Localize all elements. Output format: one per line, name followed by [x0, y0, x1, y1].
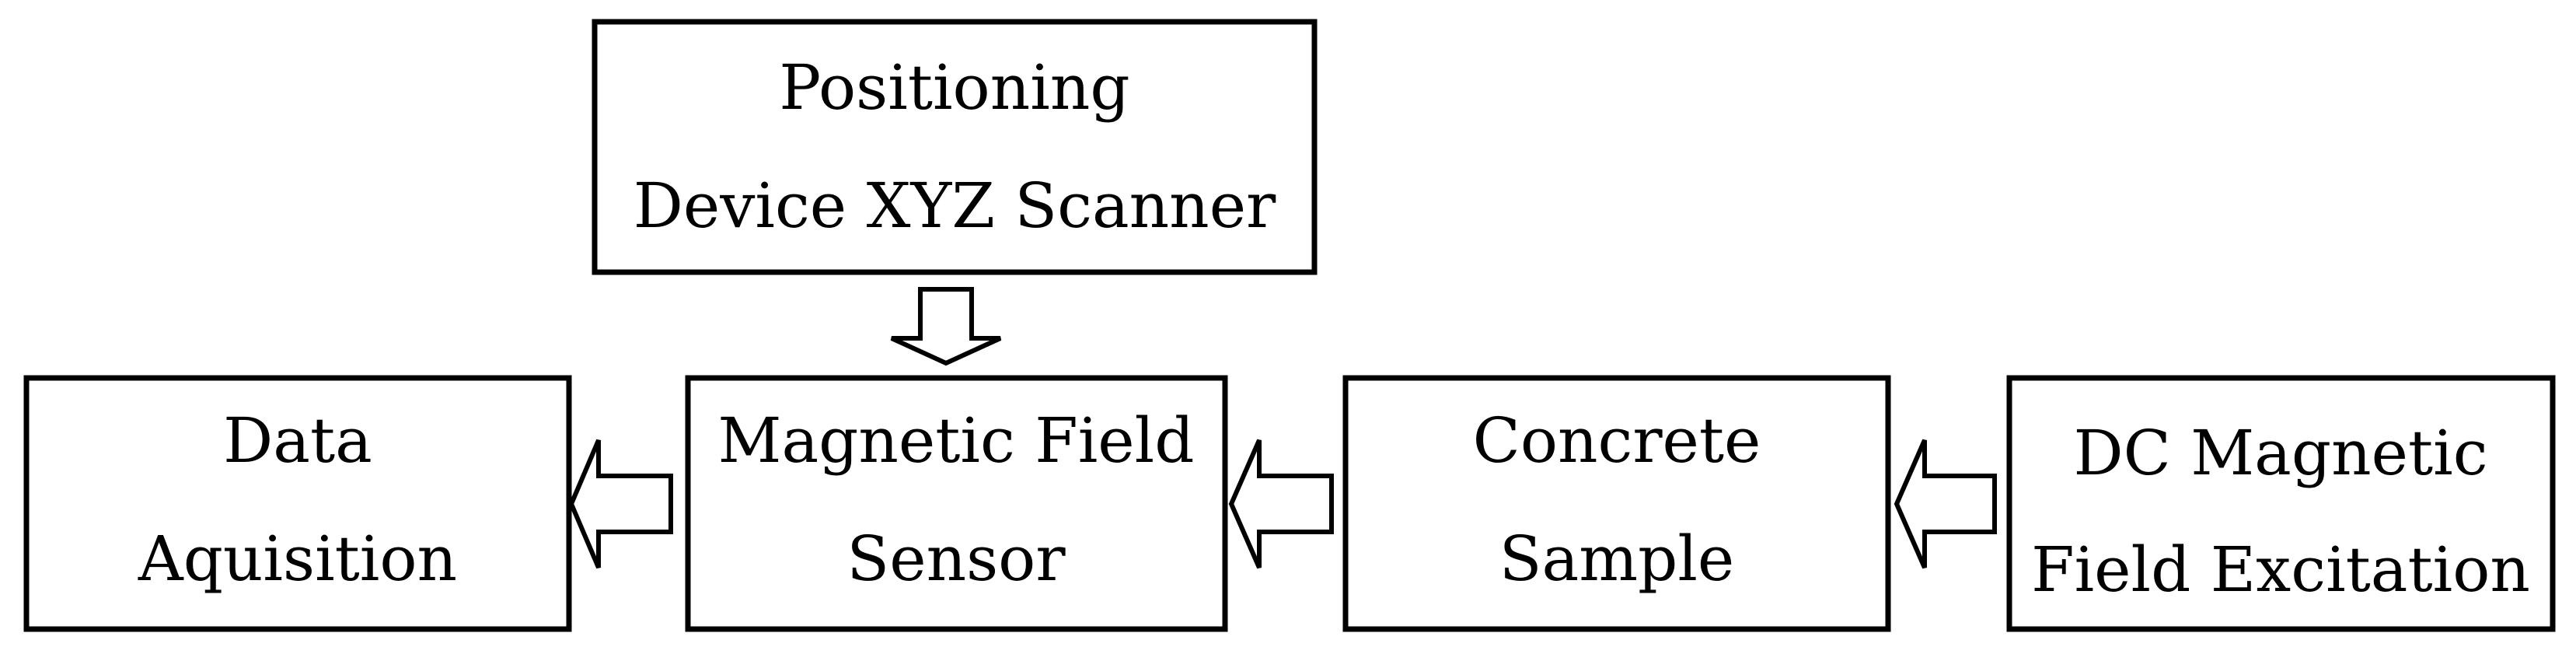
dc-magnetic-excitation-label-line1: DC Magnetic	[2073, 417, 2487, 489]
concrete-sample-label-line1: Concrete	[1473, 404, 1761, 477]
data-acquisition-label-line2: Aquisition	[138, 523, 457, 595]
magnetic-field-sensor-node: Magnetic Field Sensor	[685, 375, 1228, 632]
arrow-sample-to-sensor	[1228, 439, 1334, 569]
positioning-device-label-line2: Device XYZ Scanner	[634, 170, 1276, 242]
magnetic-field-sensor-box	[685, 375, 1228, 632]
data-acquisition-box	[23, 375, 572, 632]
magnetic-field-sensor-label-line1: Magnetic Field	[718, 404, 1195, 477]
positioning-device-label-line1: Positioning	[779, 51, 1129, 124]
arrow-sensor-to-data-acquisition	[568, 439, 673, 569]
data-acquisition-label-line1: Data	[223, 404, 372, 477]
concrete-sample-label-line2: Sample	[1499, 523, 1735, 595]
positioning-device-node: Positioning Device XYZ Scanner	[592, 19, 1318, 275]
magnetic-field-sensor-label-line2: Sensor	[846, 523, 1066, 595]
dc-magnetic-excitation-box	[2006, 375, 2556, 632]
dc-magnetic-excitation-node: DC Magnetic Field Excitation	[2006, 375, 2556, 632]
concrete-sample-box	[1342, 375, 1891, 632]
arrow-scanner-to-sensor	[890, 287, 1002, 366]
positioning-device-box	[592, 19, 1318, 275]
dc-magnetic-excitation-label-line2: Field Excitation	[2031, 533, 2530, 606]
arrow-excitation-to-sample	[1894, 439, 1997, 569]
data-acquisition-node: Data Aquisition	[23, 375, 572, 632]
concrete-sample-node: Concrete Sample	[1342, 375, 1891, 632]
